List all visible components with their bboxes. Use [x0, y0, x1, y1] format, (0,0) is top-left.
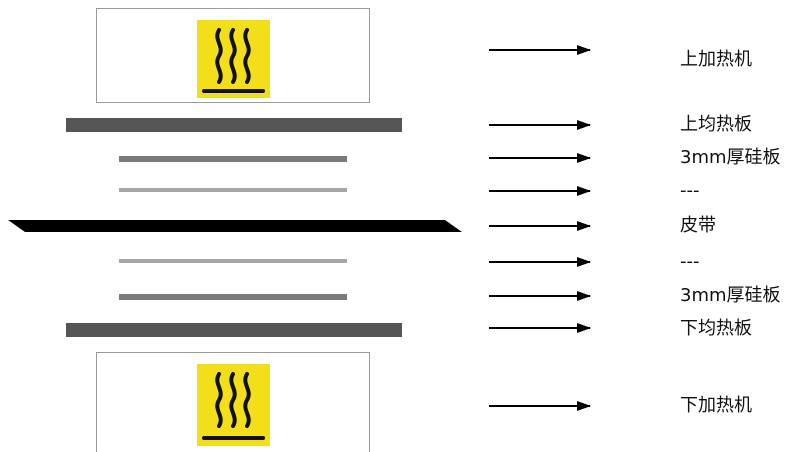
upper-heater-box	[96, 8, 370, 103]
hot-surface-warning-icon	[197, 364, 270, 446]
label-upper-plate: 上均热板	[680, 114, 752, 135]
hot-surface-warning-icon	[197, 20, 270, 98]
label-gap-top: ---	[680, 180, 700, 201]
lower-heat-plate	[66, 323, 402, 337]
label-lower-plate: 下均热板	[680, 318, 752, 339]
gap-line-top	[119, 188, 347, 192]
label-belt: 皮带	[680, 215, 716, 236]
silicone-sheet-top	[119, 156, 347, 162]
label-silicone-top: 3mm厚硅板	[680, 147, 781, 168]
label-gap-bottom: ---	[680, 251, 700, 272]
label-upper-heater: 上加热机	[680, 49, 752, 70]
silicone-sheet-bottom	[119, 294, 347, 300]
lower-heater-box	[96, 352, 370, 452]
label-lower-heater: 下加热机	[680, 395, 752, 416]
upper-heat-plate	[66, 118, 402, 132]
label-silicone-bottom: 3mm厚硅板	[680, 285, 781, 306]
gap-line-bottom	[119, 259, 347, 263]
